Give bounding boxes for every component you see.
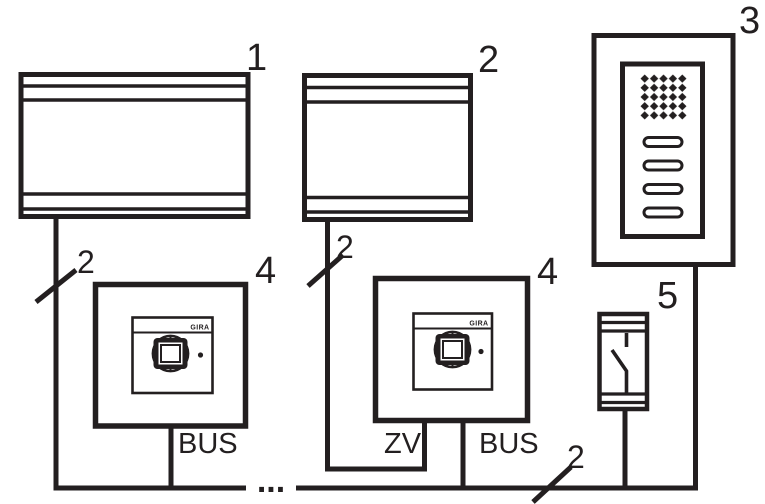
zv-supply-wire <box>325 220 427 472</box>
cable-cores-label: 2 <box>567 439 585 475</box>
status-led <box>478 348 484 355</box>
bus-wire-left <box>53 218 246 491</box>
power-supply-2 <box>302 73 473 222</box>
device-1-label: 1 <box>246 37 267 79</box>
power-supply-2-body <box>302 73 473 222</box>
door-station <box>591 33 736 267</box>
speaker-grille <box>640 74 687 120</box>
cable-core-mark <box>531 465 573 504</box>
lens-glass <box>160 344 181 363</box>
device-4-middle-label: 4 <box>537 251 558 293</box>
brand-logo: GIRA <box>190 325 209 332</box>
switch-blade <box>610 348 629 393</box>
switching-actuator <box>597 311 650 412</box>
call-button <box>642 136 684 148</box>
device-5-label: 5 <box>657 275 678 317</box>
bus-wire-right <box>296 265 698 491</box>
status-led <box>197 352 204 358</box>
cable-core-mark <box>34 268 78 304</box>
brand-logo: GIRA <box>469 321 488 328</box>
cable-cores-label: 2 <box>77 244 95 280</box>
zv-terminal-label: ZV <box>384 428 422 460</box>
power-supply-1 <box>18 72 251 219</box>
cable-cores-label: 2 <box>336 229 354 265</box>
bus-continuation-ellipsis: ... <box>257 462 285 500</box>
camera-device-middle: GIRA <box>372 275 531 424</box>
call-button <box>642 183 684 195</box>
cable-core-mark <box>306 253 345 288</box>
device-2-label: 2 <box>478 39 499 81</box>
call-button <box>642 206 684 219</box>
device-3-label: 3 <box>739 0 760 42</box>
call-button <box>642 159 684 172</box>
device-4-left-label: 4 <box>255 250 276 292</box>
lens-glass <box>442 340 463 359</box>
camera-device-left: GIRA <box>92 281 249 429</box>
bus-terminal-label-middle: BUS <box>479 428 539 460</box>
bus-terminal-label-left: BUS <box>178 428 238 460</box>
